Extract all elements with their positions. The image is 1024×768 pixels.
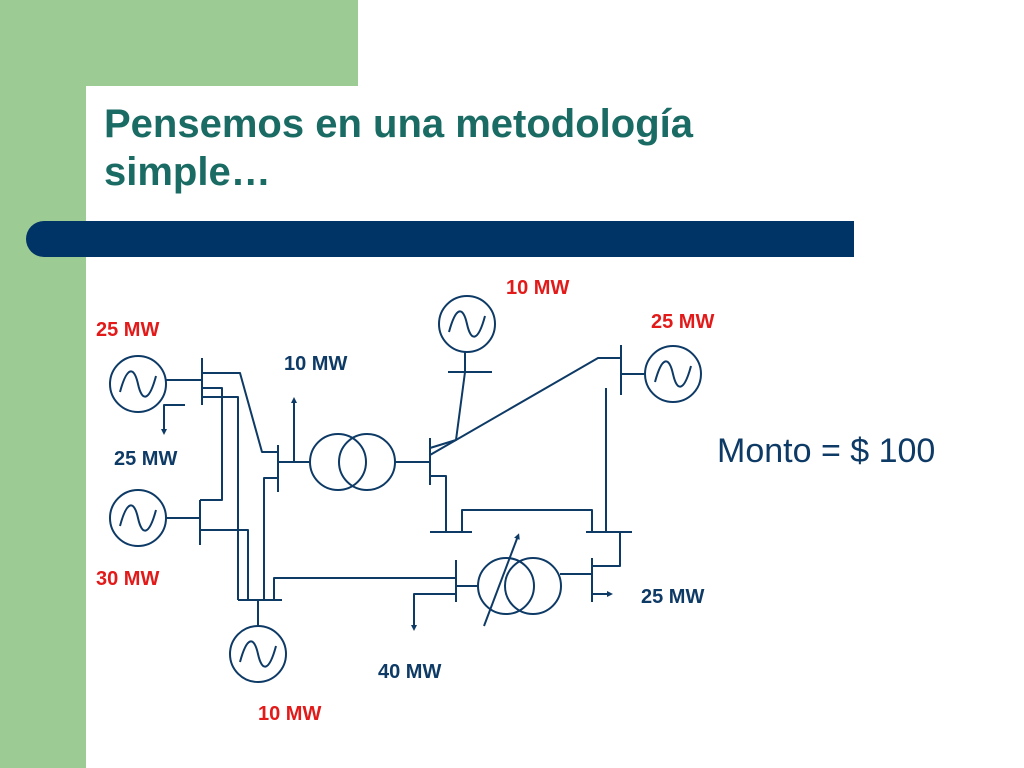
- load-arrow-icon-left: [161, 404, 185, 435]
- generator-icon-right: [644, 345, 702, 403]
- transformer-icon: [309, 433, 396, 491]
- generator-icon-left-bottom: [109, 489, 167, 547]
- phase-shifting-transformer-icon: [477, 533, 562, 627]
- load-arrow-icon-bottom: [411, 593, 456, 631]
- label-load-center: 10 MW: [284, 353, 347, 375]
- title-underline-bar: [26, 221, 854, 257]
- generator-icon-bottom: [229, 625, 287, 683]
- generator-icon-top: [438, 295, 496, 353]
- label-load-bottom: 40 MW: [378, 661, 441, 683]
- label-gen-top: 10 MW: [506, 277, 569, 299]
- generator-icon-left-top: [109, 355, 167, 413]
- slide-title: Pensemos en una metodología simple…: [104, 102, 694, 194]
- label-gen-top-right: 25 MW: [651, 311, 714, 333]
- label-load-right: 25 MW: [641, 586, 704, 608]
- label-gen-bottom: 10 MW: [258, 703, 321, 725]
- label-gen-left-top: 25 MW: [96, 319, 159, 341]
- green-accent-left: [0, 0, 86, 768]
- label-load-left: 25 MW: [114, 448, 177, 470]
- label-gen-left-bottom: 30 MW: [96, 568, 159, 590]
- monto-text: Monto = $ 100: [717, 432, 935, 470]
